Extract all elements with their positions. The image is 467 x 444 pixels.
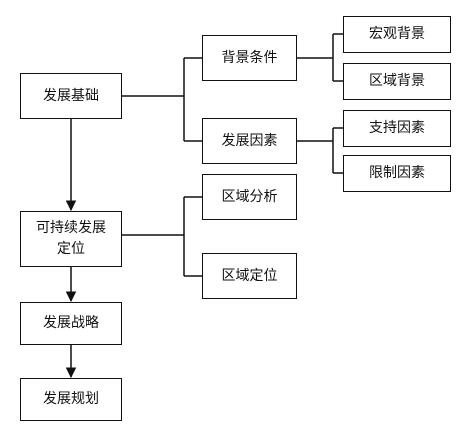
node-macro-background: 宏观背景 — [343, 16, 451, 53]
node-label: 宏观背景 — [369, 26, 425, 42]
node-label: 发展基础 — [43, 87, 99, 104]
node-label-line2: 定位 — [57, 241, 85, 257]
node-limiting-factors: 限制因素 — [343, 155, 451, 192]
node-label: 区域分析 — [221, 188, 278, 205]
node-label: 背景条件 — [221, 49, 278, 66]
node-label: 区域定位 — [221, 267, 278, 284]
node-regional-analysis: 区域分析 — [202, 174, 297, 220]
node-sustainable-development-positioning: 可持续发展 定位 — [20, 211, 122, 267]
node-label: 发展规划 — [43, 391, 99, 407]
node-development-planning: 发展规划 — [20, 378, 122, 421]
node-development-foundation: 发展基础 — [20, 73, 122, 119]
node-label-line1: 可持续发展 — [36, 220, 106, 236]
node-development-factors: 发展因素 — [202, 118, 297, 164]
node-label: 区域背景 — [369, 73, 425, 89]
node-label: 支持因素 — [369, 120, 425, 136]
node-background-conditions: 背景条件 — [202, 35, 297, 81]
node-regional-background: 区域背景 — [343, 63, 451, 100]
node-label: 发展因素 — [221, 132, 278, 149]
node-development-strategy: 发展战略 — [20, 302, 122, 345]
node-regional-positioning: 区域定位 — [202, 253, 297, 299]
node-label: 发展战略 — [43, 315, 99, 331]
node-label: 限制因素 — [369, 165, 425, 181]
node-supporting-factors: 支持因素 — [343, 110, 451, 147]
